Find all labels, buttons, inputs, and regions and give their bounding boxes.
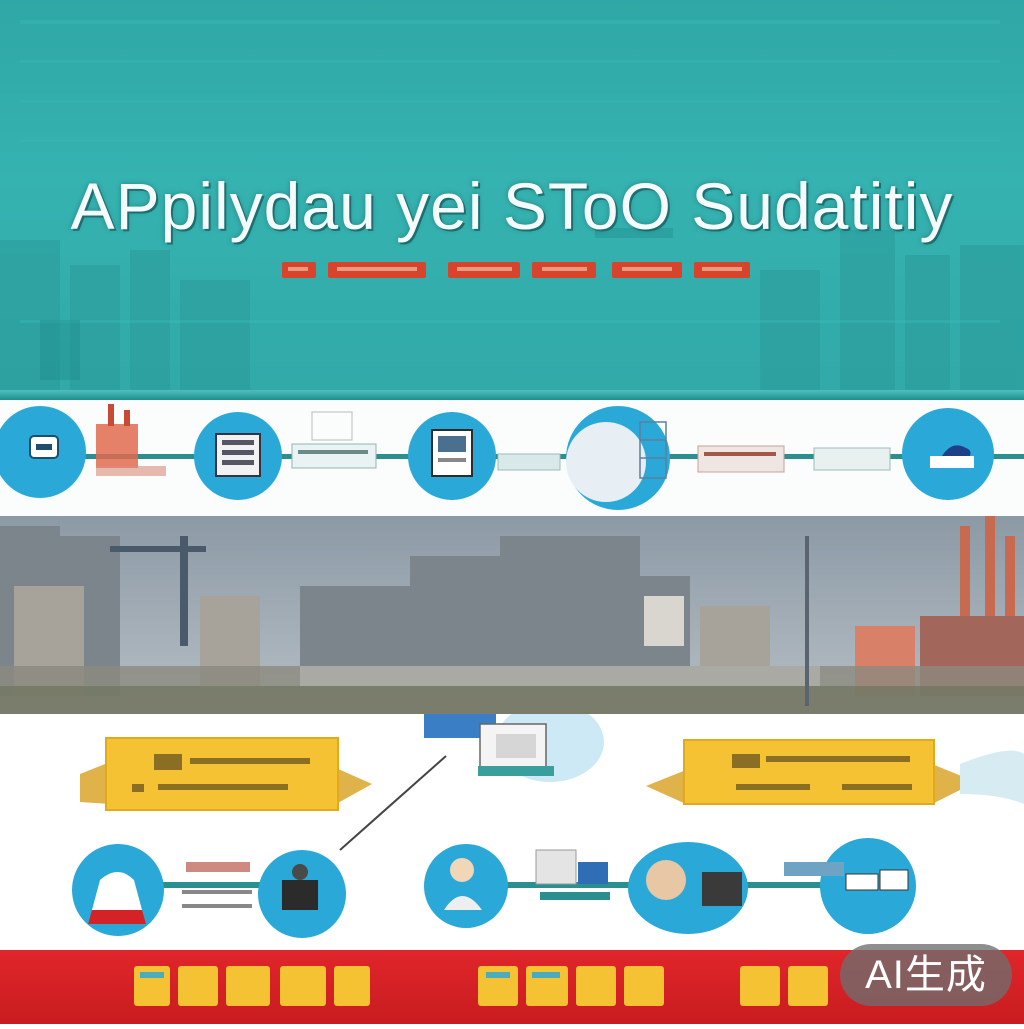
ribbon-left-tails: [80, 762, 372, 804]
printer-icon: [29, 435, 59, 459]
truck-icon: [845, 869, 909, 891]
laptop-folder-illustration: [339, 702, 604, 851]
page-title: APpilydau yei SToO Sudatitiy: [70, 169, 954, 243]
factory-illustration-2: [535, 849, 610, 900]
flow-node-engineer: [628, 842, 748, 934]
hero-header: APpilydau yei SToO Sudatitiy: [0, 0, 1024, 398]
decorative-swoosh: [960, 750, 1024, 804]
robot-icon: [88, 872, 146, 924]
process-strip-graphic: [0, 404, 1024, 510]
document-scanner-icon: [431, 429, 473, 477]
process-strip: [0, 400, 1024, 516]
label-chip-3: [697, 445, 891, 473]
flow-node-truck: [784, 838, 916, 934]
server-icon: [215, 433, 261, 477]
label-chip-2: [497, 453, 561, 471]
flow-label-1: [182, 862, 252, 908]
process-node-cloud-device: [902, 408, 994, 500]
factory-illustration-1: [96, 404, 166, 476]
engineer-icon: [646, 860, 742, 906]
header-skyline-texture: [0, 20, 1024, 398]
lower-flow-section: [0, 702, 1024, 950]
process-node-scanner: [408, 412, 496, 500]
footer-glyphs: [134, 966, 828, 1006]
ai-generated-badge: AI生成: [840, 944, 1012, 1006]
flow-node-robot: [72, 844, 164, 936]
city-skyline-photo: [0, 516, 1024, 714]
crane-illustration: [110, 536, 206, 646]
cloud-device-icon: [930, 445, 974, 468]
city-skyline-illustration: [0, 516, 1024, 714]
flow-node-person: [424, 844, 508, 928]
info-banner-right: [683, 739, 935, 805]
worker-machine-icon: [282, 864, 318, 910]
info-banner-left: [105, 737, 339, 811]
process-node-printer: [0, 406, 86, 498]
flow-node-worker-machine: [258, 850, 346, 938]
process-node-globe: [566, 406, 670, 510]
process-node-server: [194, 412, 282, 500]
lower-flow-graphic: [72, 702, 1024, 938]
person-icon: [444, 858, 482, 910]
subtitle-glyph-strip: [282, 262, 750, 278]
globe-icon: [639, 421, 667, 479]
label-chip-1: [291, 411, 377, 469]
header-divider: [0, 390, 1024, 400]
ribbon-right-tails: [646, 764, 976, 804]
